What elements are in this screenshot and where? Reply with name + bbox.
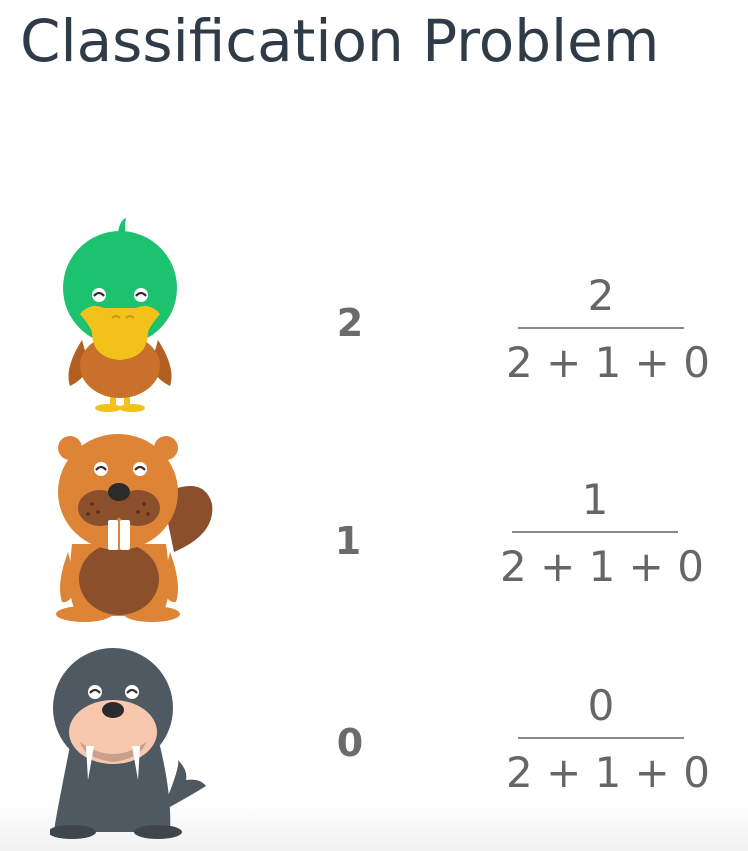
walrus-probability-fraction: 0 2 + 1 + 0 — [506, 680, 710, 799]
beaver-illustration — [56, 434, 213, 622]
fraction-bar — [512, 531, 678, 533]
duck-numerator: 2 — [587, 271, 615, 320]
walrus-icon — [50, 646, 210, 841]
duck-count: 2 — [336, 301, 364, 345]
walrus-illustration — [50, 648, 206, 839]
beaver-count: 1 — [334, 519, 362, 563]
walrus-denominator: 2 + 1 + 0 — [506, 748, 710, 797]
fraction-bar — [518, 327, 684, 329]
walrus-count: 0 — [336, 721, 364, 765]
duck-probability-fraction: 2 2 + 1 + 0 — [506, 270, 710, 389]
slide-title: Classification Problem — [20, 7, 660, 75]
beaver-probability-fraction: 1 2 + 1 + 0 — [500, 474, 704, 593]
duck-illustration — [63, 218, 177, 412]
duck-icon — [60, 218, 180, 418]
beaver-denominator: 2 + 1 + 0 — [500, 542, 704, 591]
beaver-numerator: 1 — [581, 475, 609, 524]
duck-denominator: 2 + 1 + 0 — [506, 338, 710, 387]
fraction-bar — [518, 737, 684, 739]
walrus-numerator: 0 — [587, 681, 615, 730]
beaver-icon — [54, 434, 214, 624]
